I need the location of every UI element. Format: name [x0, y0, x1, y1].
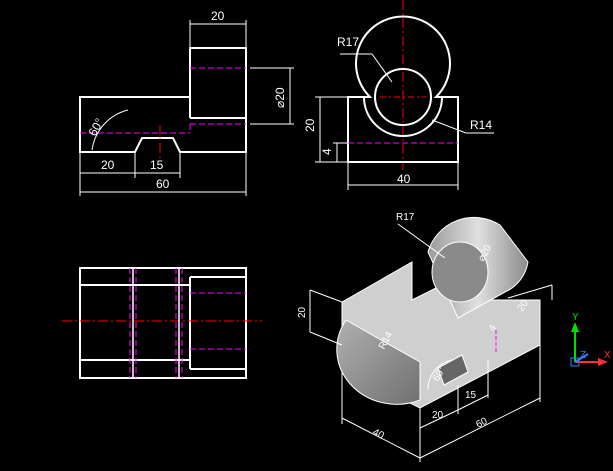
- ucs-z-label: Z: [580, 350, 586, 361]
- iso-slot: [437, 354, 469, 386]
- iso-inner-trough: [336, 319, 421, 405]
- front-dim-top-width: 20: [211, 9, 225, 23]
- isometric-view: R17 ⌀20 R14 20 20 4 60° 20 15 60 40: [297, 212, 553, 462]
- top-view: [62, 267, 262, 379]
- top-hidden-lines: [129, 268, 246, 378]
- front-dimensions: [79, 20, 294, 196]
- front-hidden-lines: [80, 67, 246, 134]
- ucs-y-label: Y: [572, 312, 579, 323]
- front-dim-total-length: 60: [156, 177, 170, 191]
- side-dim-slot-depth: 4: [320, 148, 334, 155]
- front-view: 20 ⌀20 60° 20 15 60: [79, 9, 294, 196]
- iso-dim-left-offset: 20: [432, 410, 444, 421]
- front-dim-diameter: ⌀20: [273, 87, 287, 108]
- top-view-outline: [79, 267, 247, 379]
- iso-dim-depth: 40: [371, 427, 386, 442]
- ucs-icon: Y Z X: [570, 312, 611, 367]
- front-dim-left-offset: 20: [101, 158, 115, 172]
- side-bore-circle: [374, 68, 432, 126]
- front-dim-angle: 60°: [85, 116, 106, 139]
- iso-bore-ellipse: [431, 241, 489, 303]
- ucs-z-axis: [574, 353, 589, 363]
- iso-dimensions: [309, 223, 553, 462]
- side-inner-arc: [363, 96, 443, 137]
- side-dim-outer-radius: R17: [337, 35, 359, 49]
- side-dim-height: 20: [303, 118, 317, 132]
- side-view: R17 R14 20 4 40: [303, 0, 494, 190]
- iso-dim-length: 60: [474, 416, 489, 431]
- ucs-x-label: X: [604, 350, 611, 361]
- front-dim-slot-width: 15: [150, 158, 164, 172]
- iso-dim-slot-depth: 4: [487, 323, 500, 334]
- side-dimensions: [315, 53, 494, 190]
- front-view-outline: [79, 47, 247, 153]
- side-dim-inner-radius: R14: [470, 118, 492, 132]
- side-view-outline: [347, 15, 459, 163]
- iso-dim-height: 20: [297, 306, 308, 318]
- side-dim-width: 40: [397, 172, 411, 186]
- iso-dim-outer-radius: R17: [396, 212, 415, 223]
- iso-dim-slot-width: 15: [465, 390, 477, 401]
